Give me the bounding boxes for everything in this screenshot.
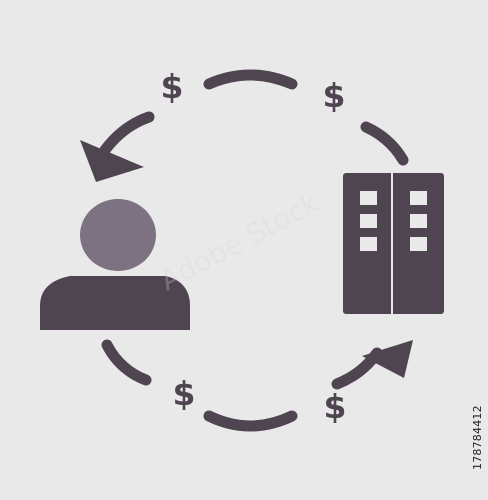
arc-top-middle — [203, 69, 298, 90]
person-icon — [40, 199, 190, 330]
dollar-top-right-icon: $ — [323, 76, 346, 115]
stock-id: 178784412 — [471, 405, 484, 470]
arc-bottom-left — [101, 339, 152, 386]
building-icon — [343, 173, 444, 314]
curved-arrow-top-left-icon — [80, 111, 155, 182]
curved-arrow-bottom-right-icon — [331, 340, 413, 390]
watermark-text: Adobe Stock — [155, 186, 326, 298]
dollar-bottom-left-icon: $ — [173, 374, 196, 413]
dollar-top-left-icon: $ — [161, 67, 184, 106]
person-body — [40, 276, 190, 330]
arc-bottom-middle — [203, 410, 298, 432]
dollar-bottom-right-icon: $ — [324, 387, 347, 426]
person-head — [80, 199, 156, 271]
arc-top-right — [360, 121, 409, 166]
